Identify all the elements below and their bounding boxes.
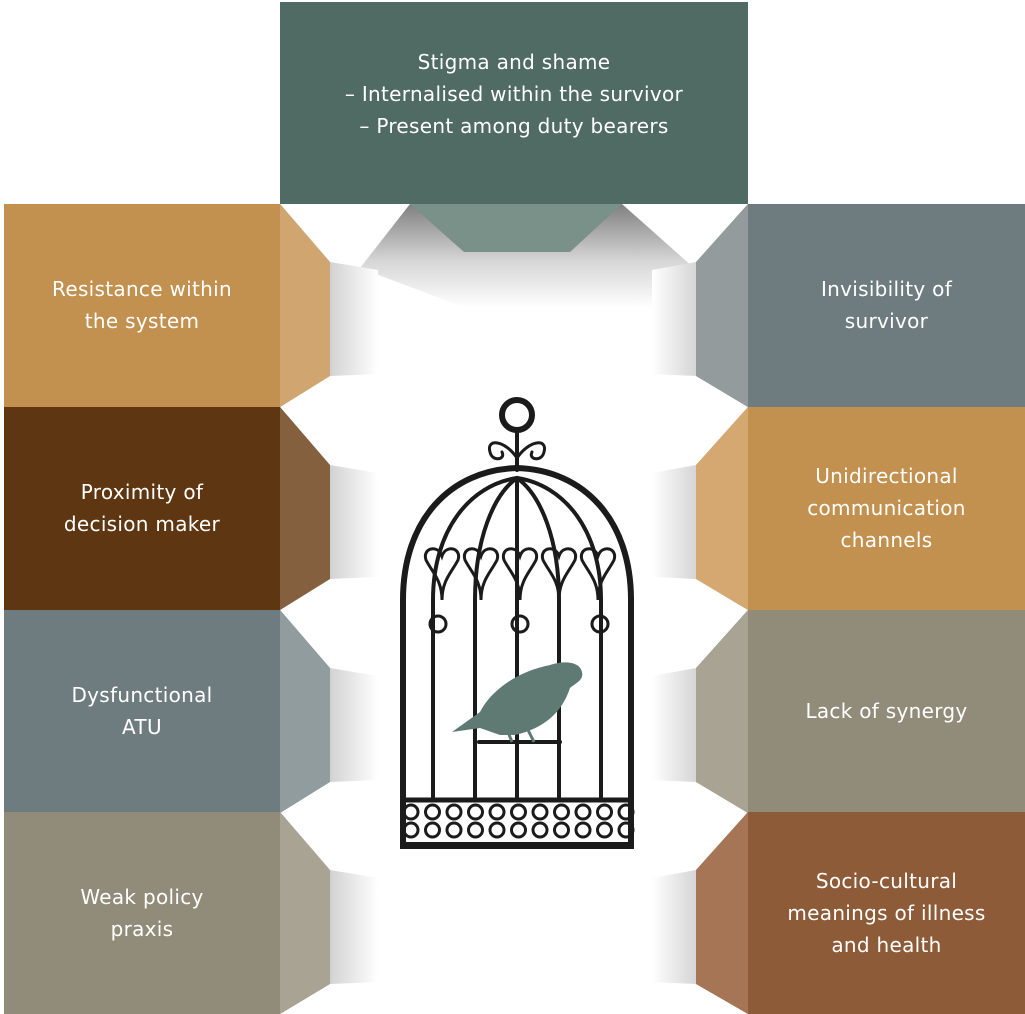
bird-silhouette bbox=[452, 662, 583, 735]
cage-base-curl-bottom-5 bbox=[488, 821, 506, 839]
right-box-4-line-3: and health bbox=[831, 933, 942, 957]
cage-heart-scroll-5 bbox=[579, 547, 617, 601]
birdcage-illustration bbox=[400, 397, 635, 849]
right-box-background-2 bbox=[748, 407, 1025, 610]
cage-curl-2 bbox=[510, 614, 530, 634]
left-box-3-line-2: ATU bbox=[122, 715, 162, 739]
right-box-2-line-3: channels bbox=[840, 528, 933, 552]
right-box-face-1 bbox=[696, 204, 748, 407]
cage-dome-rib-inner-left bbox=[473, 476, 519, 602]
cage-dome-rib-right bbox=[515, 476, 603, 602]
right-box-2-line-1: Unidirectional bbox=[815, 464, 958, 488]
right-box-face-2 bbox=[696, 407, 748, 610]
cage-scroll-left bbox=[488, 441, 519, 461]
right-box-3-line-1: Lack of synergy bbox=[805, 699, 968, 723]
cage-base-curl-bottom-11 bbox=[617, 821, 635, 839]
top-box-stigma-and-shame: Stigma and shame – Internalised within t… bbox=[280, 2, 748, 204]
left-box-weak-policy-praxis: Weak policy praxis bbox=[4, 812, 280, 1014]
cage-base-curl-bottom-6 bbox=[510, 821, 527, 839]
left-box-face-2 bbox=[280, 407, 330, 610]
top-box-line-3: – Present among duty bearers bbox=[359, 114, 669, 138]
cage-heart-scroll-4 bbox=[540, 547, 578, 601]
right-box-1-line-2: survivor bbox=[844, 309, 929, 333]
cage-base-bottom bbox=[400, 842, 634, 849]
cage-heart-scroll-1 bbox=[423, 547, 461, 601]
right-box-background-1 bbox=[748, 204, 1025, 407]
left-box-dysfunctional-atu: Dysfunctional ATU bbox=[4, 610, 280, 812]
cage-base-curl-bottom-3 bbox=[445, 821, 463, 839]
cage-base-curl-top-2 bbox=[424, 803, 441, 821]
left-box-background-4 bbox=[4, 812, 280, 1014]
top-box-face bbox=[410, 204, 622, 252]
cage-base-curl-bottom-4 bbox=[467, 821, 484, 839]
cage-base-curl-top-5 bbox=[488, 803, 506, 821]
cage-base-curl-bottom-7 bbox=[531, 821, 549, 839]
right-box-socio-cultural-meanings: Socio-cultural meanings of illness and h… bbox=[748, 812, 1025, 1014]
right-box-invisibility-of-survivor: Invisibility of survivor bbox=[748, 204, 1025, 406]
top-box-background bbox=[280, 2, 748, 204]
cage-base-curl-top-3 bbox=[445, 803, 463, 821]
cage-base-curl-top-10 bbox=[596, 803, 613, 821]
cage-base-curl-bottom-8 bbox=[553, 821, 570, 839]
cage-base-curl-bottom-1 bbox=[402, 821, 420, 839]
left-box-2-line-2: decision maker bbox=[63, 512, 221, 536]
cage-dome bbox=[400, 464, 634, 601]
cage-base-curl-top-6 bbox=[510, 803, 527, 821]
cage-ring bbox=[499, 397, 535, 433]
right-box-2-line-2: communication bbox=[807, 496, 966, 520]
left-box-face-3 bbox=[280, 610, 330, 813]
cage-base-curl-top-4 bbox=[467, 803, 484, 821]
right-box-1-line-1: Invisibility of bbox=[820, 277, 953, 301]
right-box-unidirectional-communication: Unidirectional communication channels bbox=[748, 407, 1025, 609]
cage-base-curl-top-1 bbox=[402, 803, 420, 821]
cage-base-curl-top-8 bbox=[553, 803, 570, 821]
left-box-resistance-within-system: Resistance within the system bbox=[4, 204, 280, 406]
cage-base-curl-bottom-2 bbox=[424, 821, 441, 839]
top-box-line-1: Stigma and shame bbox=[417, 50, 611, 74]
cage-base-curl-bottom-9 bbox=[574, 821, 592, 839]
right-box-face-4 bbox=[696, 812, 748, 1014]
left-box-1-line-2: the system bbox=[84, 309, 200, 333]
left-box-face-1 bbox=[280, 204, 330, 407]
left-box-background-1 bbox=[4, 204, 280, 407]
cage-curl-1 bbox=[428, 614, 448, 634]
cage-heart-scroll-3 bbox=[501, 547, 539, 601]
left-box-background-3 bbox=[4, 610, 280, 813]
bird-leg-left bbox=[506, 731, 514, 743]
left-box-1-line-1: Resistance within bbox=[52, 277, 232, 301]
left-box-3-line-1: Dysfunctional bbox=[71, 683, 213, 707]
right-box-4-line-1: Socio-cultural bbox=[815, 869, 958, 893]
left-box-background-2 bbox=[4, 407, 280, 610]
cage-scroll-right bbox=[515, 441, 546, 461]
bird-leg-right bbox=[526, 729, 536, 743]
right-box-background-4 bbox=[748, 812, 1025, 1014]
left-box-proximity-of-decision-maker: Proximity of decision maker bbox=[4, 407, 280, 609]
cage-dome-rib-inner-right bbox=[515, 476, 561, 602]
right-box-4-line-2: meanings of illness bbox=[787, 901, 986, 925]
left-box-face-4 bbox=[280, 812, 330, 1014]
right-box-background-3 bbox=[748, 610, 1025, 813]
cage-base-curl-bottom-10 bbox=[596, 821, 613, 839]
top-box-line-2: – Internalised within the survivor bbox=[344, 82, 684, 106]
right-box-face-3 bbox=[696, 610, 748, 813]
cage-heart-scroll-2 bbox=[462, 547, 500, 601]
left-box-4-line-1: Weak policy bbox=[80, 885, 204, 909]
cage-base-curl-top-11 bbox=[617, 803, 635, 821]
right-box-lack-of-synergy: Lack of synergy bbox=[748, 610, 1025, 812]
cage-base-curl-top-7 bbox=[531, 803, 549, 821]
left-box-4-line-2: praxis bbox=[110, 917, 174, 941]
cage-base-curl-top-9 bbox=[574, 803, 592, 821]
cage-curl-3 bbox=[590, 614, 610, 634]
left-box-2-line-1: Proximity of bbox=[80, 480, 204, 504]
